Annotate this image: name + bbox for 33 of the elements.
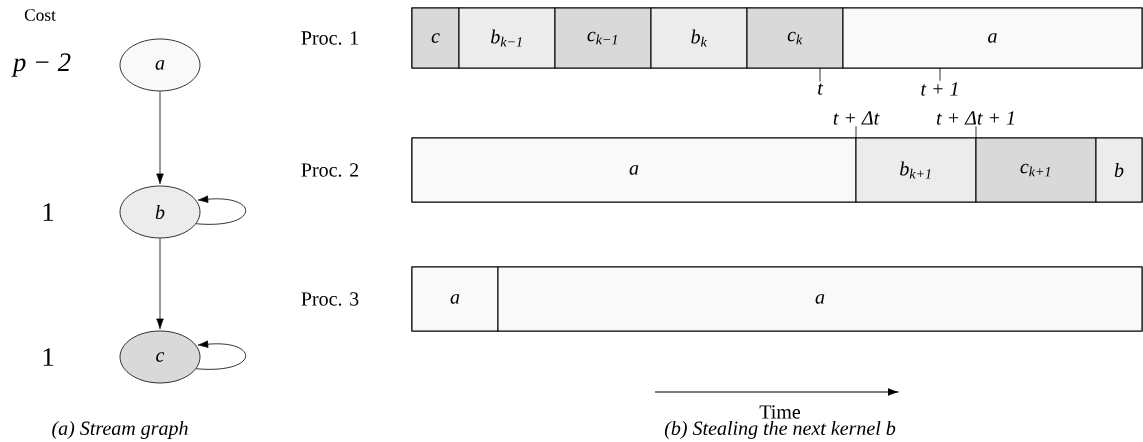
arrow [195, 340, 246, 370]
row-label: Proc. 1 [301, 31, 358, 45]
task-block: b$_{k−1}$ [458, 7, 556, 69]
cost-value: 1 [43, 348, 54, 366]
row-label: Proc. 2 [301, 163, 359, 177]
cost-value: p − 2 [11, 53, 71, 77]
task-block: c [411, 7, 460, 69]
task-block: b$_{k+1}$ [855, 137, 977, 203]
task-block: c$_{k}$ [746, 7, 844, 69]
task-block: c$_{k−1}$ [554, 7, 652, 69]
task-block: c$_{k+1}$ [975, 137, 1097, 203]
arrow [156, 91, 164, 185]
tick-mark [855, 125, 857, 139]
task-block: a [842, 7, 1143, 69]
time-mark: t + Δt + 1 [936, 111, 1014, 125]
time-mark: t + 1 [921, 82, 958, 96]
task-block: a [411, 266, 499, 332]
time-mark: t [818, 83, 824, 95]
tick-mark [819, 67, 821, 83]
caption: (b) Stealing the next kernel b [664, 420, 896, 440]
task-block: a [411, 137, 857, 203]
cost-value: 1 [43, 203, 54, 221]
axis-label: Time [759, 405, 801, 419]
caption: (a) Stream graph [52, 420, 188, 440]
time-mark: t + Δt [833, 111, 880, 125]
task-block: b [1095, 137, 1143, 203]
axis-title: Cost [24, 9, 56, 21]
row-label: Proc. 3 [301, 292, 359, 306]
arrow [195, 195, 246, 225]
arrow [156, 238, 164, 330]
tick-mark [975, 125, 977, 139]
tick-mark [939, 67, 941, 82]
task-block: b$_{k}$ [650, 7, 748, 69]
